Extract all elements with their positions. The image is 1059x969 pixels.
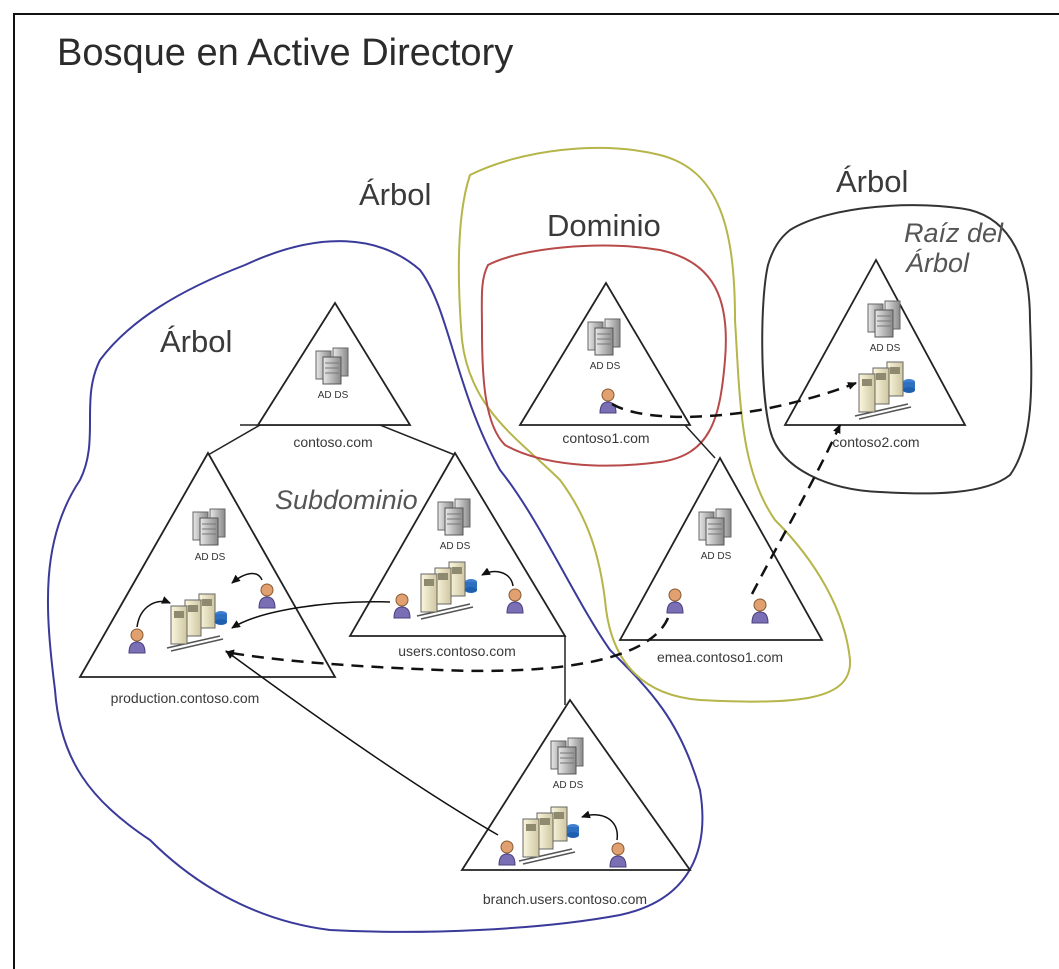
triangle-contoso2 <box>783 258 967 426</box>
arrow-user-to-production-left <box>136 596 171 628</box>
tree-contoso1-outline <box>457 146 852 703</box>
tree-contoso2-outline <box>761 204 1033 495</box>
triangle-production <box>78 451 337 678</box>
label-subdomain: Subdominio <box>275 485 418 515</box>
slide-frame <box>13 13 1059 969</box>
domain-label-branch: branch.users.contoso.com <box>483 891 647 907</box>
adds-label: AD DS <box>590 361 621 372</box>
slide-title: Bosque en Active Directory <box>57 32 513 74</box>
domain-label-emea: emea.contoso1.com <box>657 649 783 665</box>
arrow-user-to-production-right <box>231 572 263 584</box>
arrow-user-to-branch-rack <box>581 810 618 841</box>
domain-label-contoso: contoso.com <box>293 434 372 450</box>
label-tree-middle: Árbol <box>359 177 431 212</box>
arrow-branch-to-production <box>225 650 499 836</box>
domain-label-production: production.contoso.com <box>111 690 260 706</box>
forest-tree-outline <box>46 240 704 933</box>
adds-label: AD DS <box>870 343 901 354</box>
label-tree-left: Árbol <box>160 324 232 359</box>
arrow-user-to-users-rack <box>481 567 514 587</box>
triangle-branch <box>460 698 692 871</box>
adds-label: AD DS <box>701 551 732 562</box>
trust-contoso1-to-contoso2 <box>611 381 857 419</box>
adds-label: AD DS <box>440 541 471 552</box>
domain-contoso1-outline <box>480 244 727 467</box>
label-tree-right: Árbol <box>836 164 908 199</box>
arrow-users-to-production <box>231 600 391 629</box>
label-tree-root-line1: Raíz del <box>904 218 1004 248</box>
link-contoso-right <box>379 424 456 456</box>
adds-label: AD DS <box>553 780 584 791</box>
label-domain: Dominio <box>547 208 661 243</box>
label-tree-root-line2: Árbol <box>904 248 970 278</box>
domain-label-contoso1: contoso1.com <box>562 430 649 446</box>
trust-emea-to-production <box>225 617 670 673</box>
domain-label-users: users.contoso.com <box>398 643 516 659</box>
link-contoso-left <box>207 424 261 456</box>
adds-label: AD DS <box>318 390 349 401</box>
triangle-emea <box>618 456 824 641</box>
domain-label-contoso2: contoso2.com <box>832 434 919 450</box>
link-contoso1-emea <box>684 424 716 459</box>
trust-emea-to-contoso2 <box>750 424 842 595</box>
adds-label: AD DS <box>195 552 226 563</box>
